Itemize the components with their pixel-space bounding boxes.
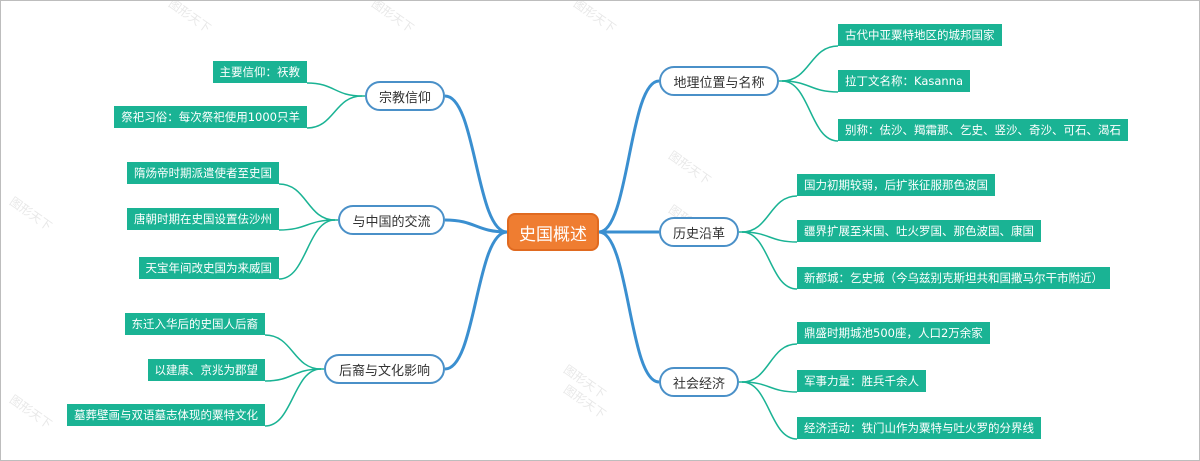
leaf-econ-2[interactable]: 军事力量：胜兵千余人: [797, 370, 926, 392]
leaf-desc-3[interactable]: 墓葬壁画与双语墓志体现的粟特文化: [67, 404, 265, 426]
leaf-link: [264, 334, 322, 370]
leaf-rel-1[interactable]: 主要信仰：祆教: [212, 61, 307, 83]
leaf-hist-3[interactable]: 新都城：乞史城（今乌兹别克斯坦共和国撒马尔干市附近）: [797, 267, 1110, 289]
leaf-china-3[interactable]: 天宝年间改史国为来威国: [138, 257, 279, 279]
leaf-link: [781, 80, 839, 93]
leaf-rel-2[interactable]: 祭祀习俗：每次祭祀使用1000只羊: [114, 106, 307, 128]
central-topic[interactable]: 史国概述: [507, 213, 599, 251]
branch-china-exchange[interactable]: 与中国的交流: [338, 205, 445, 235]
trunk-link: [444, 230, 508, 371]
branch-economy[interactable]: 社会经济: [659, 367, 739, 397]
leaf-link: [278, 219, 336, 231]
leaf-geo-1[interactable]: 古代中亚粟特地区的城邦国家: [838, 24, 1002, 46]
leaf-china-1[interactable]: 隋炀帝时期派遣使者至史国: [127, 162, 279, 184]
leaf-link: [306, 95, 363, 129]
leaf-link: [781, 45, 839, 82]
leaf-link: [278, 183, 336, 221]
branch-history[interactable]: 历史沿革: [659, 217, 739, 247]
leaf-link: [741, 231, 798, 243]
leaf-desc-1[interactable]: 东迁入华后的史国人后裔: [124, 313, 265, 335]
trunk-link: [444, 218, 508, 234]
leaf-link: [741, 195, 798, 233]
trunk-link: [598, 79, 660, 234]
leaf-link: [741, 381, 798, 393]
branch-geography[interactable]: 地理位置与名称: [659, 66, 779, 96]
leaf-hist-2[interactable]: 疆界扩展至米国、吐火罗国、那色波国、康国: [797, 220, 1041, 242]
leaf-econ-1[interactable]: 鼎盛时期城池500座，人口2万余家: [797, 322, 990, 344]
leaf-geo-3[interactable]: 别称：佉沙、羯霜那、乞史、竖沙、奇沙、可石、渴石: [838, 119, 1128, 141]
leaf-geo-2[interactable]: 拉丁文名称：Kasanna: [838, 70, 971, 92]
leaf-hist-1[interactable]: 国力初期较弱，后扩张征服那色波国: [797, 174, 995, 196]
leaf-link: [264, 368, 322, 382]
branch-religion[interactable]: 宗教信仰: [365, 81, 445, 111]
leaf-link: [741, 231, 798, 290]
leaf-link: [306, 82, 363, 97]
leaf-link: [781, 80, 839, 142]
leaf-econ-3[interactable]: 经济活动：铁门山作为粟特与吐火罗的分界线: [797, 417, 1041, 439]
leaf-link: [264, 368, 322, 427]
leaf-china-2[interactable]: 唐朝时期在史国设置佉沙州: [127, 208, 279, 230]
leaf-link: [741, 343, 798, 383]
branch-descendants[interactable]: 后裔与文化影响: [324, 354, 445, 384]
leaf-link: [741, 381, 798, 440]
leaf-desc-2[interactable]: 以建康、京兆为郡望: [147, 359, 265, 381]
leaf-link: [278, 219, 336, 280]
trunk-link: [598, 230, 660, 384]
trunk-link: [444, 94, 508, 234]
